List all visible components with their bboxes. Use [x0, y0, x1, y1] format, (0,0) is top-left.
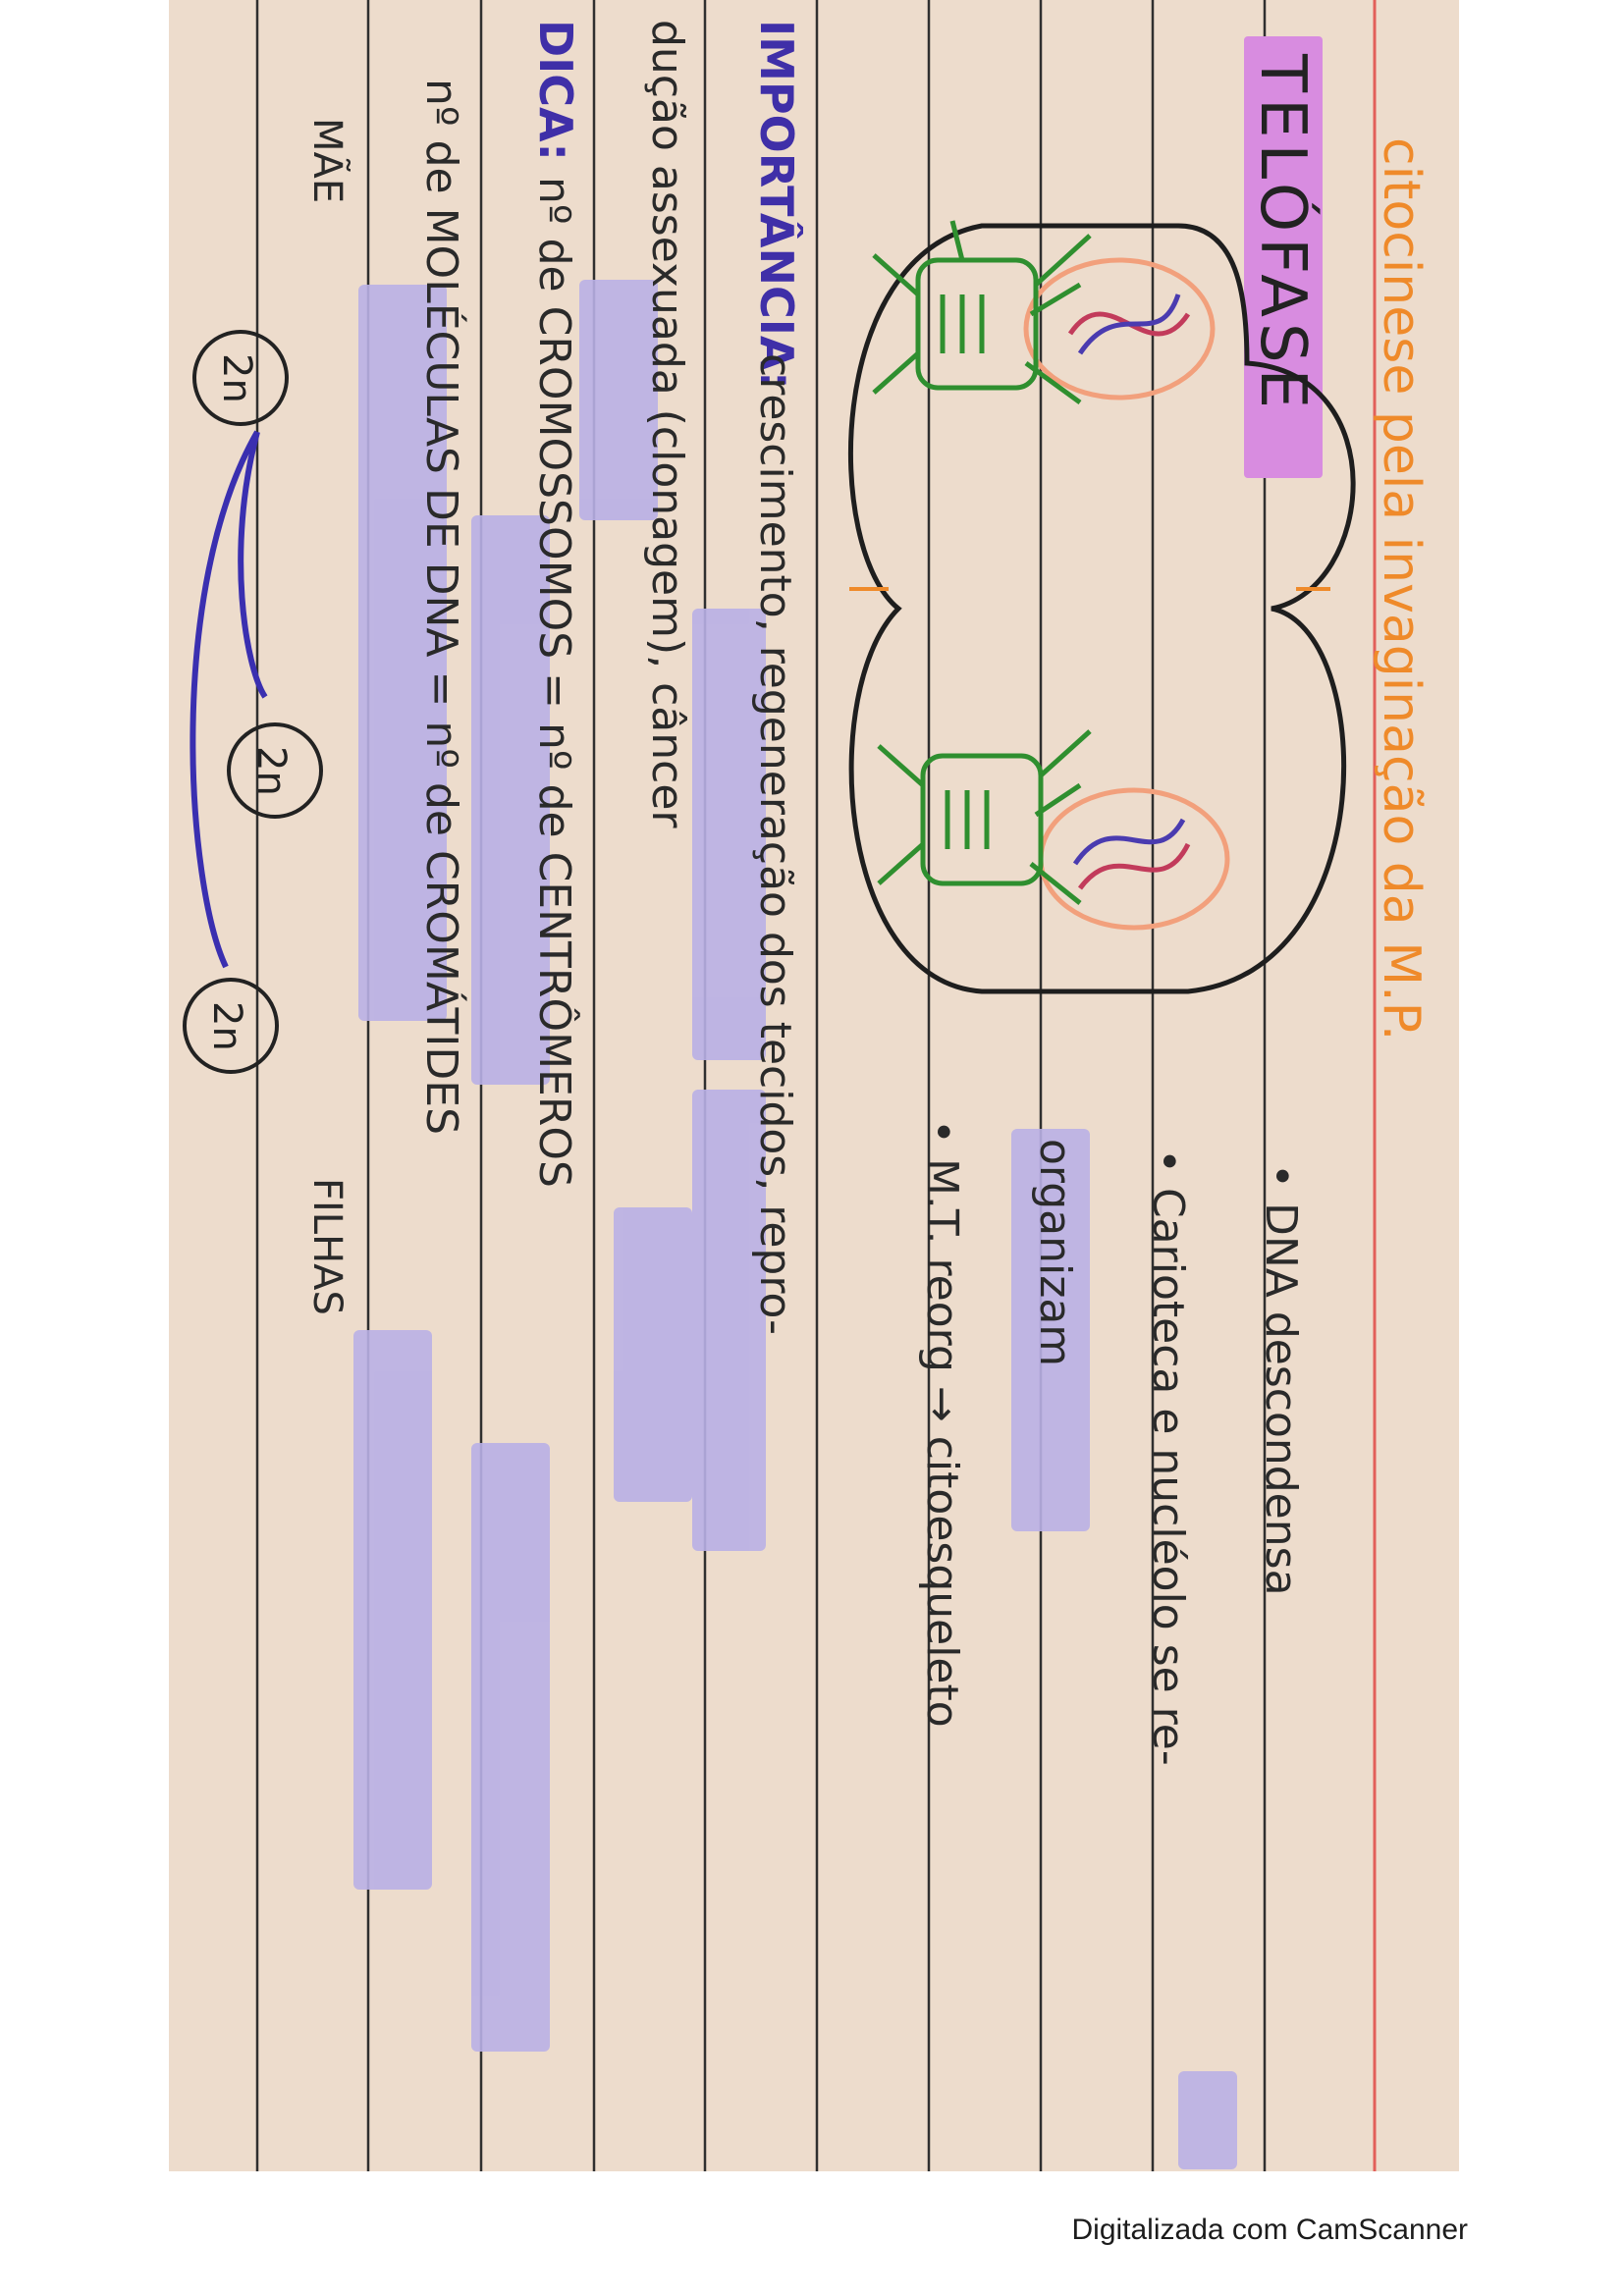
bullet-1: • DNA descondensa — [1256, 1163, 1306, 1596]
tip-group: DICA: nº de CROMOSSOMOS = nº de CENTRÔME… — [529, 20, 582, 1188]
importance-group: IMPORTÂNCIA: crescimento, regeneração do… — [750, 20, 803, 1335]
tip-heading: DICA: — [529, 20, 582, 161]
subtitle: citocinese pela invaginação da M.P. — [1372, 137, 1431, 1041]
daughters-label: FILHAS — [304, 1178, 350, 1315]
bullet-2-group: • Carioteca e nucléolo se re- — [1143, 1148, 1193, 1766]
tip-2-group: nº de MOLÉCULAS DE DNA = nº de CROMÁTIDE… — [416, 79, 468, 1135]
branch-to-daughter-2 — [189, 430, 260, 969]
bullet-2b-group: organizam — [1030, 1139, 1080, 1366]
ploidy-circle-daughter-2 — [183, 978, 279, 1074]
telophase-cell-diagram — [847, 220, 1356, 994]
daughters-label-group: FILHAS — [304, 1178, 350, 1315]
bullet-3-group: • M.T. reorg → citoesqueleto — [917, 1119, 967, 1728]
tip-line-2: nº de MOLÉCULAS DE DNA = nº de CROMÁTIDE… — [416, 79, 468, 1135]
ploidy-daughter-2: 2n — [204, 1001, 249, 1051]
branch-to-daughter-1 — [238, 431, 268, 699]
mother-label-group: MÃE — [304, 118, 352, 203]
ruled-lines — [255, 0, 1267, 2171]
bullet-2-continued: organizam — [1030, 1139, 1080, 1366]
text-highlights — [353, 280, 1237, 2169]
title-group: TELÓFASE — [1244, 36, 1323, 478]
importance-2-group: dução assexuada (clonagem), câncer — [642, 20, 692, 828]
ploidy-diagram: 2n 2n 2n — [183, 330, 323, 1074]
bullet-3: • M.T. reorg → citoesqueleto — [917, 1119, 967, 1728]
centriole-aster-top — [872, 220, 1092, 405]
ploidy-circle-mother — [192, 330, 289, 426]
ploidy-mother: 2n — [214, 353, 259, 403]
centriole-aster-bottom — [877, 729, 1092, 905]
bullet-2: • Carioteca e nucléolo se re- — [1143, 1148, 1193, 1766]
mother-label: MÃE — [304, 118, 352, 203]
importance-heading: IMPORTÂNCIA: — [750, 20, 803, 390]
chromatin-bottom-red — [1077, 842, 1191, 890]
bullet-1-group: • DNA descondensa — [1256, 1163, 1306, 1596]
title: TELÓFASE — [1246, 53, 1321, 414]
importance-line-1: crescimento, regeneração dos tecidos, re… — [750, 353, 800, 1335]
chromatin-top-blue — [1077, 294, 1181, 355]
tip-line-1: nº de CROMOSSOMOS = nº de CENTRÔMEROS — [529, 177, 581, 1188]
chromatin-bottom-blue — [1072, 818, 1186, 866]
ploidy-daughter-1: 2n — [248, 746, 294, 796]
subtitle-group: citocinese pela invaginação da M.P. — [1372, 137, 1431, 1041]
importance-line-2: dução assexuada (clonagem), câncer — [642, 20, 692, 828]
nucleus-top — [1023, 257, 1216, 400]
scanner-credit: Digitalizada com CamScanner — [1071, 2214, 1468, 2246]
ploidy-circle-daughter-1 — [227, 722, 323, 819]
